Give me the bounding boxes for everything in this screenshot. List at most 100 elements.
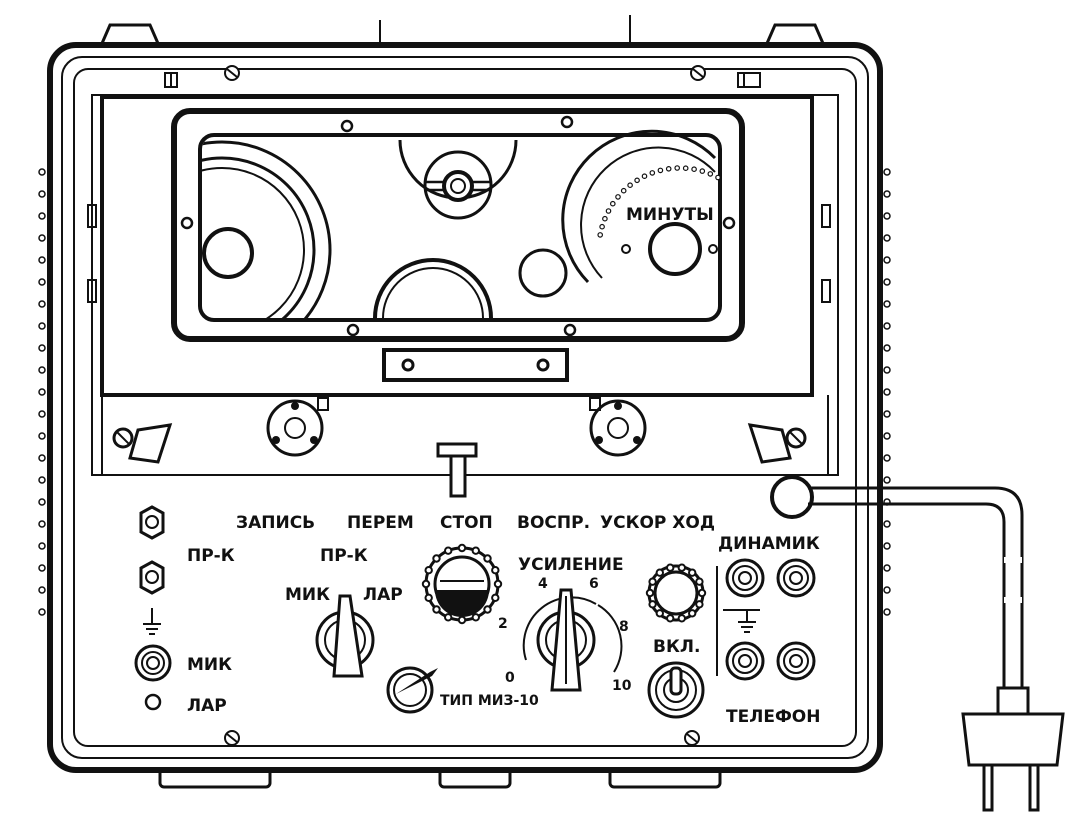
prk-terminal-bottom[interactable]	[139, 560, 165, 595]
rivet	[883, 300, 891, 308]
selector-lar-label: ЛАР	[363, 585, 403, 605]
knurl-tooth	[444, 613, 453, 622]
knurl-tooth	[695, 600, 704, 609]
rivet	[883, 520, 891, 528]
rivet	[883, 278, 891, 286]
rivet	[38, 432, 46, 440]
rivet	[883, 212, 891, 220]
rivet	[883, 234, 891, 242]
counter-tick	[599, 223, 605, 230]
knurl-tooth	[688, 568, 697, 577]
capstan-icon	[398, 139, 518, 220]
counter-tick	[674, 165, 681, 171]
knurl-tooth	[457, 543, 467, 553]
rivet	[38, 322, 46, 330]
power-toggle-switch[interactable]	[647, 661, 705, 719]
lid-hinge-right	[747, 423, 807, 464]
knurl-tooth	[655, 568, 664, 577]
rivet	[883, 476, 891, 484]
rivet	[883, 432, 891, 440]
mode-play-label: ВОСПР.	[517, 513, 590, 533]
knurl-tooth	[648, 600, 657, 609]
speaker-jack-1[interactable]	[725, 558, 765, 598]
lar-jack-label: ЛАР	[187, 696, 227, 716]
volume-knob[interactable]	[645, 563, 707, 623]
counter-tick	[707, 171, 714, 177]
rivet	[883, 366, 891, 374]
mic-jack-label: МИК	[187, 655, 232, 675]
counter-tick	[609, 200, 616, 207]
rivet	[883, 190, 891, 198]
lar-input-socket[interactable]	[144, 693, 162, 711]
speaker-jack-2[interactable]	[776, 558, 816, 598]
power-plug-icon[interactable]	[961, 686, 1065, 812]
prk-terminal-top[interactable]	[139, 505, 165, 540]
mode-record-label: ЗАПИСЬ	[236, 513, 315, 533]
lid-latch-plate[interactable]	[382, 348, 569, 382]
rivet	[883, 344, 891, 352]
idler-roller-icon	[518, 248, 568, 298]
power-cord	[770, 475, 1024, 690]
rivet	[883, 256, 891, 264]
mode-rewind-label: ПЕРЕМ	[347, 513, 414, 533]
pinch-roller-right	[589, 397, 647, 457]
rivet	[38, 190, 46, 198]
knurl-tooth	[424, 566, 433, 575]
rivet	[38, 344, 46, 352]
rivet	[38, 212, 46, 220]
gain-tick-4: 4	[538, 576, 548, 592]
selector-mic-label: МИК	[285, 585, 330, 605]
prk-terminal-label: ПР-К	[187, 546, 235, 566]
knurl-tooth	[645, 588, 655, 598]
rivet	[38, 498, 46, 506]
rivet	[38, 476, 46, 484]
gain-scale: 0 2 4 6 8 10	[498, 576, 632, 694]
counter-tick	[602, 215, 608, 222]
rivet	[38, 388, 46, 396]
counter-tick	[615, 194, 621, 200]
output-ground-symbol-icon	[716, 566, 760, 676]
case-screw-icon	[224, 730, 240, 746]
knurl-tooth	[432, 554, 441, 563]
gain-tick-2: 2	[498, 616, 508, 632]
level-indicator-lamp	[421, 543, 503, 625]
counter-tick	[641, 173, 648, 180]
knurl-tooth	[666, 563, 675, 572]
phone-jack-1[interactable]	[725, 641, 765, 681]
hinge-right	[737, 72, 761, 88]
rivet	[883, 322, 891, 330]
rivet	[883, 586, 891, 594]
selector-prk-label: ПР-К	[320, 546, 368, 566]
gain-tick-0: 0	[505, 670, 515, 686]
counter-tick	[649, 170, 656, 176]
counter-tick	[699, 168, 706, 174]
lid-hinge-left	[112, 423, 173, 464]
rivet	[883, 388, 891, 396]
knurl-tooth	[483, 554, 492, 563]
mic-input-jack[interactable]	[134, 644, 172, 682]
phone-jack-2[interactable]	[776, 641, 816, 681]
input-selector-knob[interactable]	[315, 594, 375, 678]
rivet	[883, 454, 891, 462]
rivet	[38, 366, 46, 374]
knurl-tooth	[424, 593, 433, 602]
gain-knob[interactable]	[536, 588, 596, 692]
counter-scale	[597, 165, 721, 238]
knurl-tooth	[491, 593, 500, 602]
knurl-tooth	[493, 579, 503, 589]
model-selector-switch[interactable]	[386, 666, 438, 714]
counter-tick	[715, 174, 721, 181]
rivet	[883, 608, 891, 616]
mode-stop-label: СТОП	[440, 513, 493, 533]
minutes-counter-dial: МИНУТЫ	[561, 129, 721, 284]
rivet	[38, 564, 46, 572]
knurl-tooth	[666, 614, 675, 623]
knurl-tooth	[471, 613, 480, 622]
mode-lever[interactable]	[436, 442, 478, 498]
case-screw-icon	[690, 65, 706, 81]
counter-tick	[657, 167, 664, 174]
ground-symbol-icon	[143, 608, 161, 635]
rivet	[38, 586, 46, 594]
knurl-tooth	[432, 605, 441, 614]
counter-tick	[605, 208, 612, 214]
